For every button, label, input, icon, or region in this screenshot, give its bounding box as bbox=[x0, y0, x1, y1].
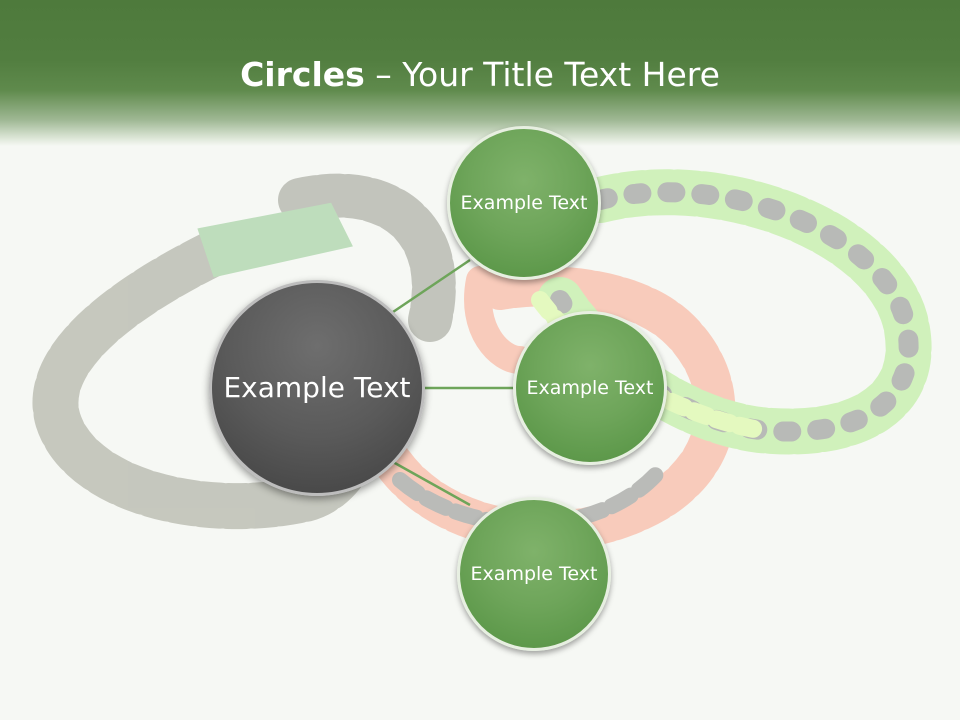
node-circle-top[interactable]: Example Text bbox=[447, 126, 601, 280]
center-circle-label: Example Text bbox=[223, 371, 411, 404]
header-band bbox=[0, 0, 960, 146]
node-circle-middle[interactable]: Example Text bbox=[513, 311, 667, 465]
title-rest: – Your Title Text Here bbox=[364, 55, 720, 94]
node-circle-label: Example Text bbox=[526, 377, 654, 399]
connector-line-bottom bbox=[392, 460, 471, 507]
buckle-shape bbox=[197, 202, 353, 278]
slide-title: Circles – Your Title Text Here bbox=[0, 52, 960, 98]
node-circle-label: Example Text bbox=[470, 563, 598, 585]
node-circle-bottom[interactable]: Example Text bbox=[457, 497, 611, 651]
connector-line-top bbox=[392, 258, 471, 314]
title-bold: Circles bbox=[240, 55, 365, 94]
node-circle-label: Example Text bbox=[460, 192, 588, 214]
center-circle[interactable]: Example Text bbox=[209, 280, 425, 496]
